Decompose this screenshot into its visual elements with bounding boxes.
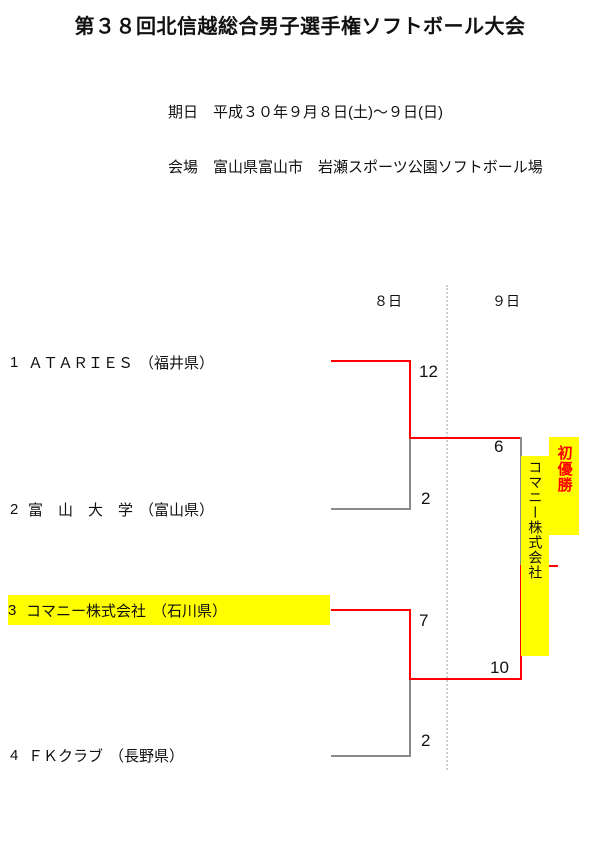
event-date-line: 期日 平成３０年９月８日(土)～９日(日) bbox=[168, 104, 443, 121]
champion-badge: 初優勝 bbox=[555, 445, 573, 493]
team-row: 2 富 山 大 学 （富山県） bbox=[10, 496, 330, 522]
bracket-line-team2 bbox=[331, 508, 411, 510]
bracket-connector-match2-win bbox=[409, 609, 411, 680]
team-name: ＡＴＡＲＩＥＳ bbox=[28, 354, 134, 372]
team-prefecture: （富山県） bbox=[139, 501, 215, 519]
team-name: 富 山 大 学 bbox=[28, 501, 134, 519]
team-seed: 2 bbox=[10, 500, 19, 518]
team-seed: 1 bbox=[10, 353, 19, 371]
team-name: ＦＫクラブ bbox=[28, 747, 104, 765]
page-title: 第３８回北信越総合男子選手権ソフトボール大会 bbox=[74, 16, 526, 38]
team-prefecture: （福井県） bbox=[139, 354, 215, 372]
bracket-line-team1 bbox=[331, 360, 411, 362]
team-seed: 4 bbox=[10, 746, 19, 764]
score-match1-bottom: 2 bbox=[421, 489, 431, 508]
score-match2-bottom: 2 bbox=[421, 731, 431, 750]
score-match2-top: 7 bbox=[419, 611, 429, 630]
day-header-8: ８日 bbox=[374, 293, 402, 309]
team-row: 4 ＦＫクラブ （長野県） bbox=[10, 742, 330, 768]
champion-name: コマニー株式会社 bbox=[527, 460, 544, 580]
bracket-connector-match1-win bbox=[409, 360, 411, 438]
team-name: コマニー株式会社 bbox=[26, 602, 147, 620]
score-final-top: 6 bbox=[494, 437, 504, 456]
bracket-line-semifinal-lower bbox=[409, 678, 522, 680]
bracket-line-team4 bbox=[331, 755, 411, 757]
event-venue-line: 会場 富山県富山市 岩瀬スポーツ公園ソフトボール場 bbox=[168, 159, 543, 176]
day-header-9: ９日 bbox=[492, 293, 520, 309]
team-prefecture: （石川県） bbox=[152, 602, 228, 620]
bracket-connector-match1-lose bbox=[409, 438, 411, 510]
team-row: 1 ＡＴＡＲＩＥＳ （福井県） bbox=[10, 349, 330, 375]
bracket-connector-match2-lose bbox=[409, 680, 411, 757]
day-divider-line bbox=[446, 285, 448, 770]
bracket-line-team3 bbox=[331, 609, 411, 611]
team-prefecture: （長野県） bbox=[109, 747, 185, 765]
champion-badge-box: 初優勝 bbox=[549, 437, 579, 535]
team-row-champion: 3 コマニー株式会社 （石川県） bbox=[8, 595, 330, 625]
team-seed: 3 bbox=[8, 601, 17, 619]
score-final-bottom: 10 bbox=[490, 658, 509, 677]
score-match1-top: 12 bbox=[419, 362, 438, 381]
bracket-line-semifinal-upper bbox=[409, 437, 522, 439]
champion-name-box: コマニー株式会社 bbox=[521, 456, 549, 656]
